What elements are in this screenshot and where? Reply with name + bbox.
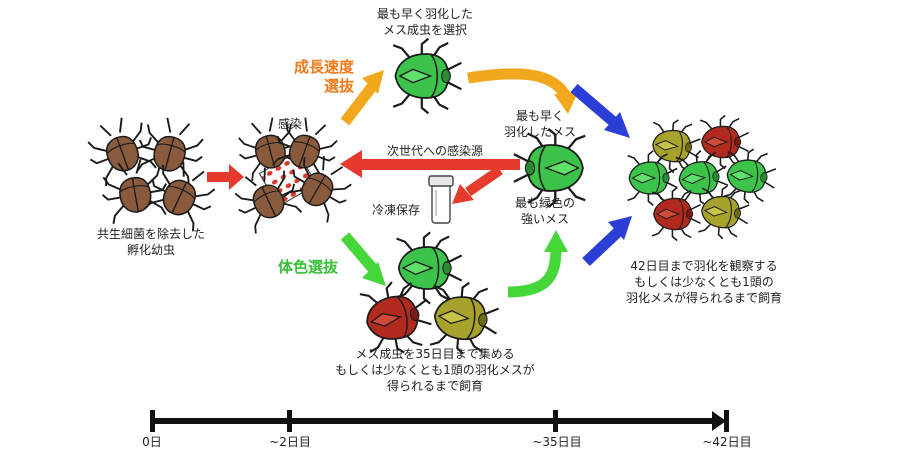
greenest-female-label: 最も緑色の 強いメス — [514, 196, 575, 226]
body-color-selection-label: 体色選抜 — [277, 258, 338, 276]
nymph-cluster-start — [81, 111, 223, 234]
start-caption: 共生細菌を除去した 孵化幼虫 — [96, 227, 205, 257]
arrow-next-generation — [340, 150, 520, 204]
next-generation-label: 次世代への感染源 — [386, 144, 483, 158]
arrow-blue-top — [570, 83, 630, 138]
arrow-growth-up — [340, 70, 384, 126]
timeline-tick-2: ~2日目 — [269, 435, 311, 449]
infection-label: 感染 — [277, 117, 302, 131]
growth-rate-selection-label: 成長速度 選抜 — [293, 58, 354, 95]
arrow-growth-right — [467, 68, 578, 114]
frozen-storage-label: 冷凍保存 — [371, 203, 420, 217]
infection-cluster — [227, 111, 359, 236]
fastest-female-bug — [393, 39, 461, 114]
arrow-blue-bottom — [582, 216, 632, 267]
timeline-tick-42: ~42日目 — [702, 435, 752, 449]
freezer-tube — [428, 175, 454, 224]
offspring-group — [628, 115, 778, 240]
timeline-tick-35: ~35日目 — [532, 435, 582, 449]
arrow-color-down — [340, 232, 386, 286]
bottom-caption: メス成虫を35日目まで集める もしくは少なくとも1頭の羽化メスが 得られるまで飼… — [335, 347, 535, 393]
arrow-to-infection — [207, 164, 244, 190]
select-fastest-caption: 最も早く羽化した メス成虫を選択 — [376, 7, 473, 37]
fastest-female-label: 最も早く 羽化したメス — [503, 109, 576, 139]
right-caption: 42日目まで羽化を観察する もしくは少なくとも1頭の 羽化メスが得られるまで飼育 — [625, 259, 782, 305]
color-green-bug — [397, 232, 462, 303]
timeline — [150, 410, 729, 432]
arrow-color-up — [507, 230, 568, 298]
timeline-tick-0: 0日 — [142, 435, 162, 449]
